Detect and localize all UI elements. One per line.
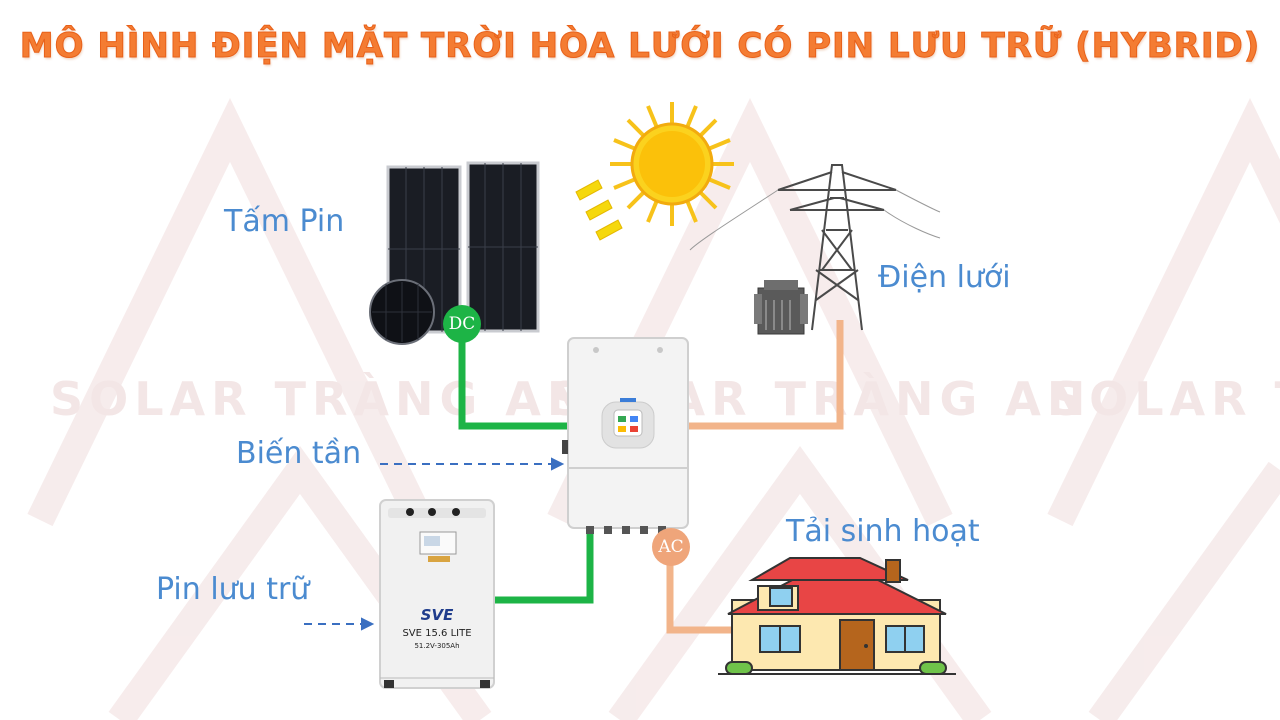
load-label: Tải sinh hoạt	[786, 514, 980, 549]
solar-panel-label: Tấm Pin	[224, 204, 345, 239]
battery-model: SVE 15.6 LITE	[402, 628, 472, 639]
battery-pointer-arrow	[304, 617, 375, 631]
power-tower-icon	[689, 164, 941, 331]
battery-icon	[379, 499, 495, 689]
diagram-title: MÔ HÌNH ĐIỆN MẶT TRỜI HÒA LƯỚI CÓ PIN LƯ…	[19, 26, 1261, 67]
inverter-icon	[562, 337, 689, 534]
dc-wire-battery	[494, 532, 594, 604]
grid-label: Điện lưới	[878, 260, 1011, 295]
ac-wire-grid	[688, 320, 844, 430]
solar-panel-icon	[369, 161, 540, 345]
battery-label: Pin lưu trữ	[156, 572, 310, 607]
ac-wire-load	[666, 540, 740, 634]
sun-icon	[610, 102, 734, 226]
inverter-pointer-arrow	[380, 457, 565, 471]
dc-badge: DC	[443, 305, 481, 343]
watermark-text-1: SOLAR TRÀNG AN	[50, 372, 592, 426]
battery-brand: SVE	[420, 606, 454, 624]
inverter-label: Biến tần	[236, 436, 362, 471]
watermark-text-3: SOLAR TRÀNG AN	[1050, 372, 1280, 426]
sunray-icon	[575, 179, 623, 241]
ac-badge: AC	[652, 528, 690, 566]
house-icon	[718, 556, 956, 675]
battery-spec: 51.2V-305Ah	[414, 642, 460, 650]
transformer-icon	[754, 280, 808, 335]
dc-wire-solar	[458, 330, 568, 430]
